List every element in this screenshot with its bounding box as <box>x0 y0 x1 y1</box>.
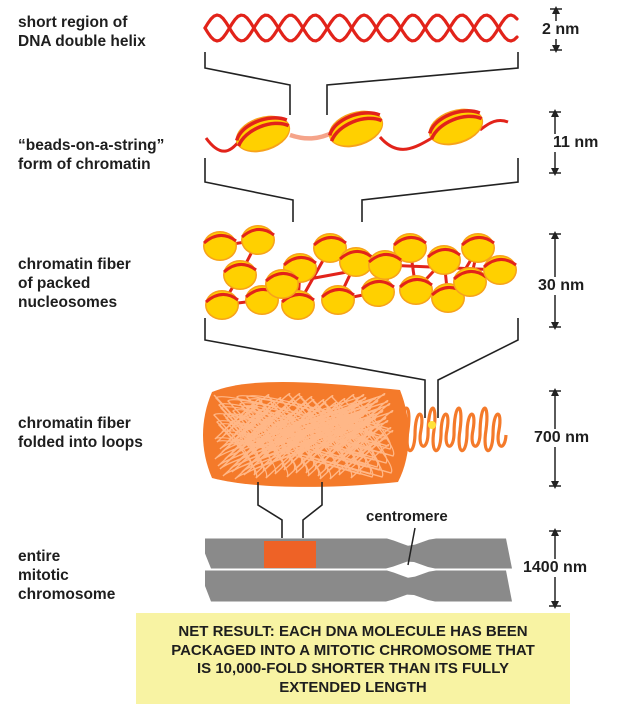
label-line: chromosome <box>18 585 115 604</box>
label-folded-loops: chromatin fiber folded into loops <box>18 414 143 452</box>
label-line: folded into loops <box>18 433 143 452</box>
nucleosome <box>424 102 488 152</box>
zoom-lines-2 <box>205 158 518 222</box>
nucleosome <box>265 269 299 299</box>
nucleosome <box>339 247 373 277</box>
mitotic-chromosome <box>205 528 512 602</box>
dimension-chromosome: 1400 nm <box>522 559 588 577</box>
nucleosome <box>361 277 395 307</box>
dna-double-helix <box>205 15 517 41</box>
label-line: chromatin fiber <box>18 255 131 274</box>
chromatin-fiber-30nm <box>203 225 517 320</box>
nucleosome <box>399 275 433 305</box>
result-line: IS 10,000-FOLD SHORTER THAN ITS FULLY <box>144 660 562 679</box>
label-line: entire <box>18 547 115 566</box>
scale-bars <box>549 9 562 606</box>
nucleosome <box>205 290 239 320</box>
label-line: short region of <box>18 13 146 32</box>
zoom-lines-1 <box>205 52 518 115</box>
linker-dna <box>206 138 240 151</box>
label-line: mitotic <box>18 566 115 585</box>
label-line: “beads-on-a-string” <box>18 136 164 155</box>
label-line: form of chromatin <box>18 155 164 174</box>
nucleosome <box>321 285 355 315</box>
label-beads-on-a-string: “beads-on-a-string” form of chromatin <box>18 136 164 174</box>
zoom-lines-4 <box>258 482 322 538</box>
dimension-loops: 700 nm <box>533 429 590 447</box>
nucleosome <box>231 109 295 159</box>
nucleosome <box>427 245 461 275</box>
result-line: PACKAGED INTO A MITOTIC CHROMOSOME THAT <box>144 642 562 661</box>
label-line: chromatin fiber <box>18 414 143 433</box>
highlighted-segment <box>428 421 436 429</box>
highlighted-region <box>264 541 316 568</box>
nucleosome <box>203 231 237 261</box>
nucleosome <box>241 225 275 255</box>
label-dna-double-helix: short region of DNA double helix <box>18 13 146 51</box>
dimension-beads: 11 nm <box>552 134 599 152</box>
beads-on-a-string <box>206 102 508 159</box>
dimension-fiber: 30 nm <box>537 277 585 295</box>
label-line: nucleosomes <box>18 293 131 312</box>
label-line: DNA double helix <box>18 32 146 51</box>
net-result-box: NET RESULT: EACH DNA MOLECULE HAS BEEN P… <box>136 613 570 704</box>
result-line: NET RESULT: EACH DNA MOLECULE HAS BEEN <box>144 623 562 642</box>
chromatin-fiber-loops <box>203 382 506 487</box>
nucleosome <box>368 250 402 280</box>
nucleosome <box>483 255 517 285</box>
nucleosome <box>223 260 257 290</box>
nucleosome <box>453 267 487 297</box>
nucleosome <box>324 104 388 154</box>
centromere-label: centromere <box>366 508 448 525</box>
result-line: EXTENDED LENGTH <box>144 679 562 698</box>
label-mitotic-chromosome: entire mitotic chromosome <box>18 547 115 604</box>
label-line: of packed <box>18 274 131 293</box>
dimension-helix: 2 nm <box>541 21 580 39</box>
linker-dna-highlight <box>290 132 334 138</box>
linker-dna <box>480 120 508 130</box>
linker-dna <box>380 137 432 149</box>
label-chromatin-fiber: chromatin fiber of packed nucleosomes <box>18 255 131 312</box>
